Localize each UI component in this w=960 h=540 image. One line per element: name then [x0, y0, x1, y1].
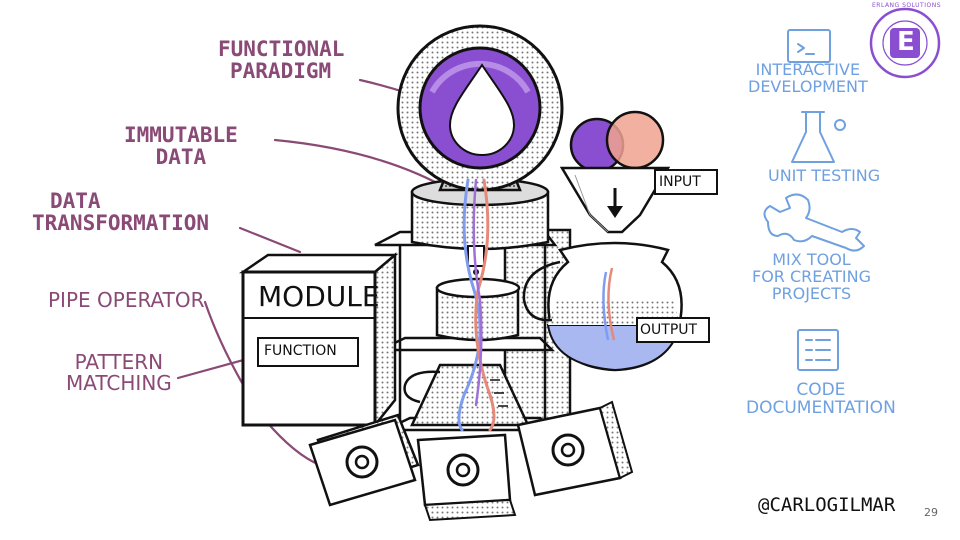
label-pattern-matching: PATTERN MATCHING [66, 352, 172, 394]
label-line: CODE [796, 380, 846, 400]
label-line: FUNCTIONAL [218, 37, 345, 61]
label-line: MIX TOOL [772, 250, 851, 269]
label-line: PATTERN [74, 350, 164, 374]
author-handle: @CARLOGILMAR [758, 494, 896, 516]
label-unit-testing: UNIT TESTING [768, 166, 881, 185]
label-line: DOCUMENTATION [746, 397, 896, 418]
wrench-icon [763, 193, 865, 252]
label-code-documentation: CODE DOCUMENTATION [746, 380, 896, 418]
badge-text: ERLANG SOLUTIONS [872, 2, 942, 9]
label-line: DATA [50, 189, 101, 213]
page-number: 29 [924, 506, 938, 519]
output-tag: OUTPUT [640, 322, 698, 338]
gear-box-1 [308, 413, 420, 507]
label-line: TRANSFORMATION [32, 211, 210, 236]
label-interactive-development: INTERACTIVE DEVELOPMENT [748, 60, 868, 96]
badge-letter: E [897, 27, 915, 57]
gear-box-3 [516, 400, 634, 497]
gear-box-2 [416, 433, 517, 522]
document-icon [797, 329, 839, 371]
label-functional-paradigm: FUNCTIONAL PARADIGM [218, 38, 344, 82]
label-line: PIPE OPERATOR [48, 288, 205, 312]
label-pipe-operator: PIPE OPERATOR [48, 290, 205, 311]
erlang-solutions-badge [869, 7, 941, 79]
label-line: UNIT TESTING [768, 166, 881, 185]
function-label: FUNCTION [264, 343, 337, 359]
label-line: INTERACTIVE [755, 60, 861, 79]
label-line: PARADIGM [230, 59, 332, 84]
label-line: IMMUTABLE [124, 123, 238, 147]
label-line: PROJECTS [771, 283, 852, 303]
module-label: MODULE [258, 280, 380, 313]
label-mix-tool: MIX TOOL FOR CREATING PROJECTS [752, 250, 871, 303]
label-line: MATCHING [66, 371, 172, 395]
label-line: DATA [155, 145, 207, 170]
flask-icon [791, 111, 846, 163]
terminal-icon [787, 29, 831, 63]
label-immutable-data: IMMUTABLE DATA [124, 124, 238, 168]
input-tag: INPUT [659, 174, 701, 190]
label-data-transformation: DATA TRANSFORMATION [32, 190, 209, 234]
label-line: DEVELOPMENT [748, 76, 868, 96]
label-line: FOR CREATING [752, 266, 871, 286]
